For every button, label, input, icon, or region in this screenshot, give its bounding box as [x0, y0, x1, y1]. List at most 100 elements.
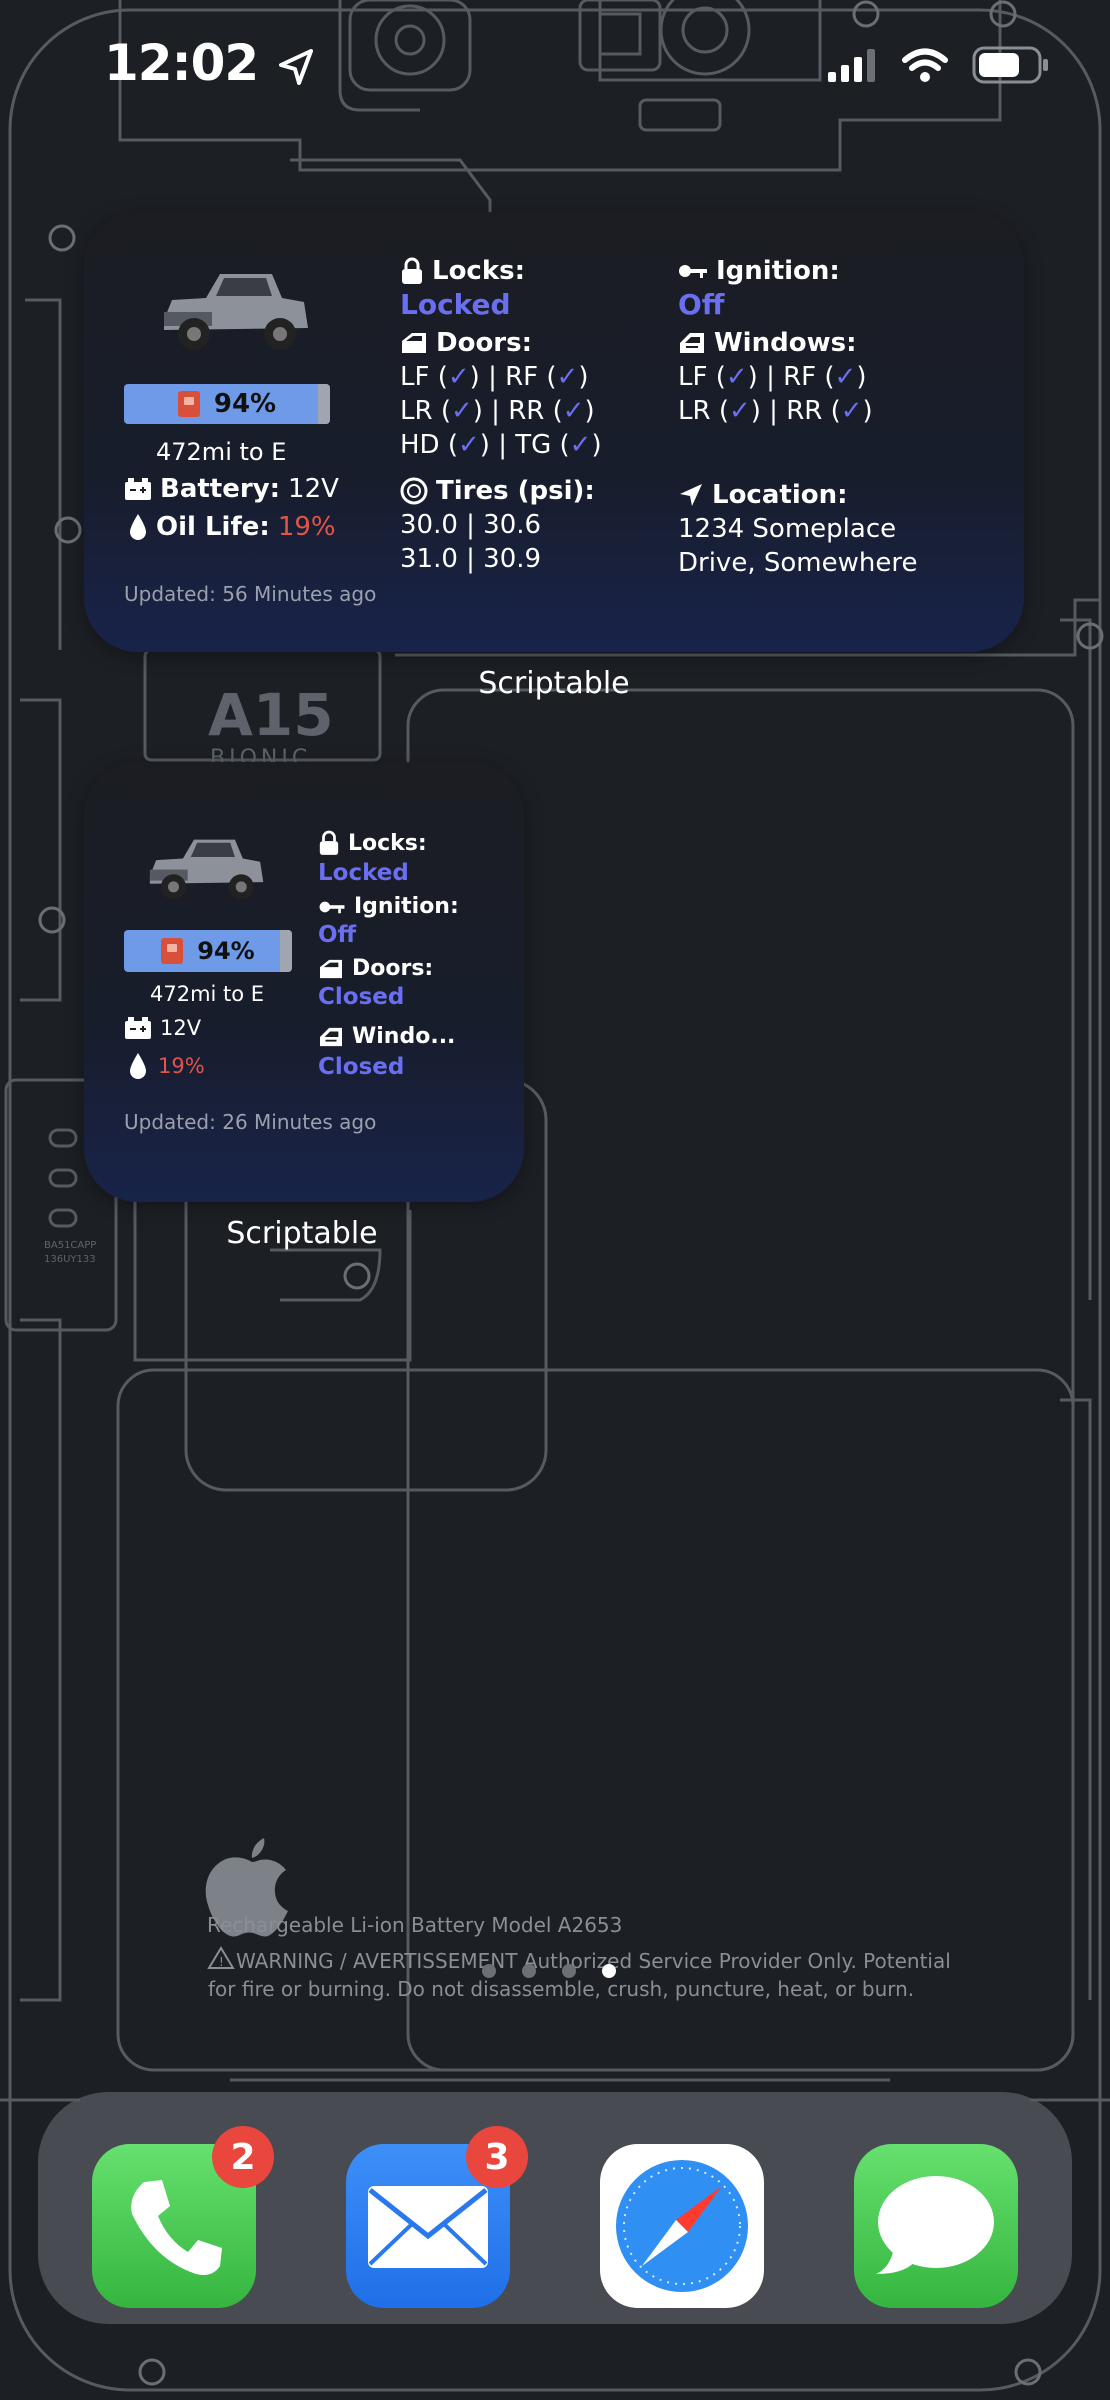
phone-app[interactable]: 2 — [92, 2126, 274, 2308]
locks-row: Locks: — [318, 830, 427, 856]
battery-value: 12V — [288, 474, 339, 504]
battery-value: 12V — [160, 1016, 202, 1040]
locks-label: Locks: — [348, 830, 427, 856]
key-icon — [679, 265, 707, 278]
car-door-icon — [320, 959, 342, 978]
svg-text:!: ! — [219, 1955, 224, 1969]
messages-app[interactable] — [854, 2144, 1018, 2308]
battery-icon — [972, 46, 1048, 84]
windows-label: Windows: — [714, 328, 857, 358]
fuel-percent: 94% — [213, 389, 277, 419]
status-icons — [828, 46, 1050, 84]
doors-label: Doors: — [352, 956, 434, 981]
ignition-row: Ignition: — [678, 256, 840, 286]
window-status-row: LR (✓) | RR (✓) — [678, 396, 873, 426]
locks-value: Locked — [318, 860, 409, 886]
status-time: 12:02 — [104, 34, 317, 92]
tire-pressure-front: 30.0 | 30.6 — [400, 510, 542, 540]
oil-drop-icon — [130, 1053, 146, 1079]
checkmark-icon: ✓ — [450, 396, 473, 426]
truck-image — [164, 274, 308, 350]
location-label: Location: — [712, 480, 848, 510]
checkmark-icon: ✓ — [840, 396, 863, 426]
oil-row: 19% — [128, 1052, 205, 1080]
page-dot[interactable] — [482, 1964, 496, 1978]
mail-icon — [368, 2186, 488, 2268]
location-line1: 1234 Someplace — [678, 514, 897, 544]
windows-row: Windo... — [318, 1024, 455, 1049]
locks-label: Locks: — [432, 256, 526, 286]
page-dot[interactable] — [522, 1964, 536, 1978]
notification-badge: 3 — [466, 2126, 528, 2188]
car-status-widget-small[interactable]: 94% 472mi to E 12V 19% Updated: 26 Minut… — [84, 762, 524, 1202]
ignition-label: Ignition: — [354, 894, 459, 919]
checkmark-icon: ✓ — [728, 396, 751, 426]
warning-text-line2: for fire or burning. Do not disassemble,… — [208, 1977, 914, 2001]
widget-caption: Scriptable — [478, 666, 630, 701]
windows-row: Windows: — [678, 328, 856, 358]
checkmark-icon: ✓ — [834, 362, 857, 392]
checkmark-icon: ✓ — [562, 396, 585, 426]
page-dot-active[interactable] — [602, 1964, 616, 1978]
doors-value: Closed — [318, 984, 405, 1010]
doors-status-list: LF (✓) | RF (✓) LR (✓) | RR (✓) HD (✓) | T… — [400, 362, 602, 464]
tire-pressure-rear: 31.0 | 30.9 — [400, 544, 542, 574]
windows-status-list: LF (✓) | RF (✓) LR (✓) | RR (✓) — [678, 362, 873, 430]
tires-label: Tires (psi): — [436, 476, 595, 506]
ignition-label: Ignition: — [716, 256, 840, 286]
phone-icon — [131, 2180, 222, 2275]
ignition-value: Off — [318, 922, 357, 948]
car-status-widget-large[interactable]: 94% 472mi to E Battery: 12V Oil Life: 19… — [84, 212, 1024, 652]
car-battery-icon — [125, 1017, 151, 1039]
checkmark-icon: ✓ — [569, 430, 592, 460]
doors-row: Doors: — [400, 328, 532, 358]
updated-text: Updated: 56 Minutes ago — [124, 582, 377, 606]
safari-app[interactable] — [600, 2144, 764, 2308]
lock-icon — [319, 830, 339, 855]
oil-life-value: 19% — [277, 512, 336, 542]
page-indicator[interactable] — [482, 1964, 616, 1978]
battery-label: Battery: — [160, 474, 281, 504]
windows-value: Closed — [318, 1054, 405, 1080]
fuel-percent: 94% — [197, 937, 255, 965]
part-code: 136UY133 — [44, 1254, 96, 1265]
location-arrow-icon — [680, 484, 702, 506]
chip-label: A15 — [208, 681, 334, 749]
ignition-row: Ignition: — [318, 894, 459, 919]
part-code: BA51CAPP — [44, 1240, 96, 1251]
messages-icon — [876, 2176, 994, 2274]
battery-model-text: Rechargeable Li-ion Battery Model A2653 — [207, 1913, 622, 1937]
fuel-level-bar: 94% — [124, 384, 330, 424]
key-icon — [319, 901, 345, 913]
apple-logo-icon — [205, 1838, 288, 1937]
tire-icon — [400, 477, 428, 505]
oil-life-value: 19% — [158, 1054, 205, 1078]
wifi-icon — [902, 48, 948, 82]
doors-label: Doors: — [436, 328, 533, 358]
battery-row: 12V — [124, 1016, 201, 1040]
tires-row: Tires (psi): — [400, 476, 595, 506]
window-status-row: LF (✓) | RF (✓) — [678, 362, 867, 392]
checkmark-icon: ✓ — [457, 430, 480, 460]
door-status-row: HD (✓) | TG (✓) — [400, 430, 602, 460]
page-dot[interactable] — [562, 1964, 576, 1978]
door-status-row: LF (✓) | RF (✓) — [400, 362, 589, 392]
door-status-row: LR (✓) | RR (✓) — [400, 396, 595, 426]
truck-image — [149, 839, 264, 900]
oil-drop-icon — [130, 514, 146, 540]
location-row: Location: — [678, 480, 848, 510]
locks-value: Locked — [400, 288, 511, 321]
warning-triangle-icon: ! — [207, 1946, 235, 1969]
battery-row: Battery: 12V — [124, 474, 339, 504]
notification-badge: 2 — [212, 2126, 274, 2188]
location-line2: Drive, Somewhere — [678, 548, 918, 578]
range-text: 472mi to E — [156, 438, 287, 466]
car-door-icon — [402, 333, 426, 353]
mail-app[interactable]: 3 — [346, 2126, 528, 2308]
ignition-value: Off — [678, 288, 725, 321]
oil-row: Oil Life: 19% — [128, 512, 336, 542]
fuel-pump-icon — [161, 938, 184, 964]
locks-row: Locks: — [400, 256, 525, 286]
updated-text: Updated: 26 Minutes ago — [124, 1110, 377, 1134]
